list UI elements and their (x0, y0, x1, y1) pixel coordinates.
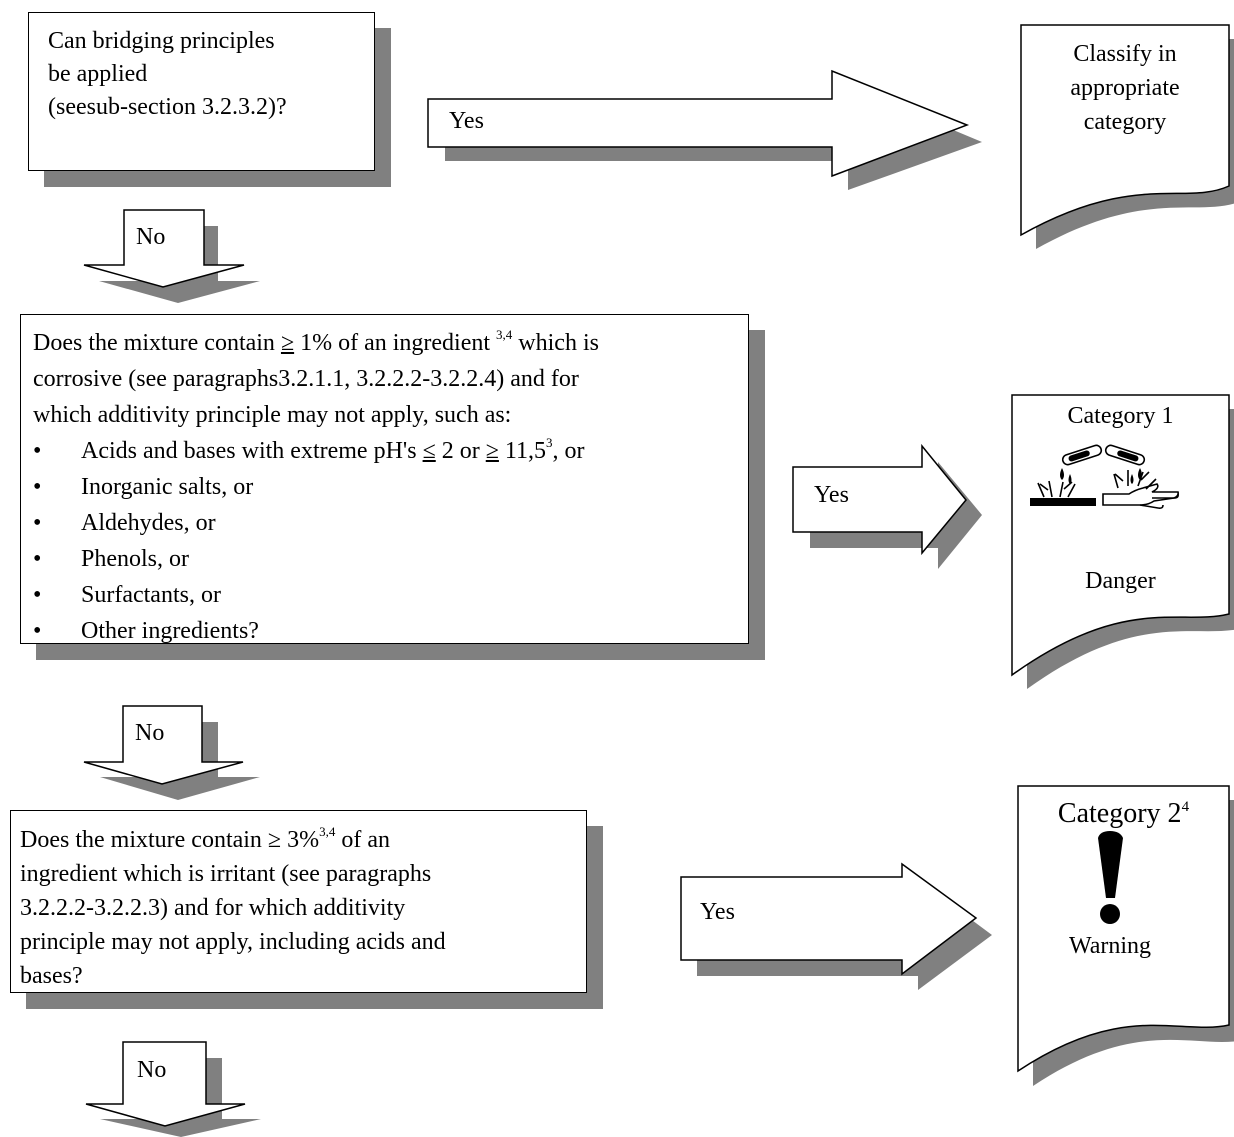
doc-classify (1020, 24, 1230, 237)
arrow-no-2 (83, 705, 244, 785)
corrosive-question-line-2: corrosive (see paragraphs3.2.1.1, 3.2.2.… (33, 366, 579, 392)
list-item: Inorganic salts, or (33, 469, 748, 505)
gte-symbol: ≥ (280, 330, 295, 356)
bridging-question-line-2: be applied (48, 61, 148, 87)
yes-label-2: Yes (814, 482, 849, 508)
no-label-3: No (137, 1057, 167, 1083)
exclamation-mark-icon (1098, 831, 1123, 924)
corrosive-question-line-1: Does the mixture contain ≥ 1% of an ingr… (33, 325, 748, 361)
corrosive-line1-pre: Does the mixture contain (33, 330, 281, 356)
arrow-no-3 (85, 1041, 246, 1127)
category2-signal-word: Warning (1068, 933, 1152, 959)
footnote-ref: 3,4 (319, 824, 336, 839)
bridging-question-line-1: Can bridging principles (48, 28, 275, 54)
irritant-question-line-4: principle may not apply, including acids… (20, 929, 446, 955)
footnote-ref: 3,4 (496, 327, 513, 342)
irritant-question-line-5: bases? (20, 963, 83, 989)
doc-category2 (1017, 785, 1230, 1073)
arrow-yes-1 (427, 69, 970, 178)
classify-result-line-3: category (1083, 109, 1167, 135)
arrow-no-1 (83, 209, 245, 288)
no-label-1: No (136, 224, 166, 250)
list-item: Aldehydes, or (33, 505, 748, 541)
footnote-ref: 4 (1181, 799, 1190, 815)
bridging-question-box: Can bridging principles be applied (sees… (28, 12, 375, 171)
corrosive-line1-mid: 1% of an ingredient (294, 330, 497, 356)
list-item: Phenols, or (33, 541, 748, 577)
list-item: Surfactants, or (33, 577, 748, 613)
irritant-question-line-2: ingredient which is irritant (see paragr… (20, 861, 432, 887)
yes-label-3: Yes (700, 899, 735, 925)
irritant-question-line-1: Does the mixture contain ≥ 3%3,4 of an (20, 824, 391, 853)
no-label-2: No (135, 720, 165, 746)
corrosion-pictogram-icon (1030, 444, 1179, 509)
category1-title: Category 1 (1067, 403, 1174, 429)
classify-result-line-1: Classify in (1073, 41, 1177, 67)
corrosive-question-box: Does the mixture contain ≥ 1% of an ingr… (20, 314, 749, 644)
corrosive-line1-post: which is (512, 330, 599, 356)
yes-label-1: Yes (449, 108, 484, 134)
irritant-question-line-3: 3.2.2.2-3.2.2.3) and for which additivit… (20, 895, 406, 921)
bridging-question-line-3: (seesub-section 3.2.3.2)? (48, 94, 287, 120)
arrow-yes-2 (792, 443, 967, 556)
footnote-ref: 3 (546, 435, 553, 450)
category2-title: Category 24 (1057, 798, 1190, 829)
ingredient-list: Acids and bases with extreme pH's ≤ 2 or… (33, 433, 748, 643)
corrosive-question-line-3: which additivity principle may not apply… (33, 402, 512, 428)
list-item: Acids and bases with extreme pH's ≤ 2 or… (33, 433, 748, 469)
arrow-yes-3 (680, 862, 978, 976)
irritant-question-box: Does the mixture contain ≥ 3%3,4 of an i… (10, 810, 587, 993)
category1-signal-word: Danger (1085, 568, 1156, 594)
classify-result-line-2: appropriate (1070, 75, 1180, 101)
list-item: Other ingredients? (33, 613, 748, 643)
